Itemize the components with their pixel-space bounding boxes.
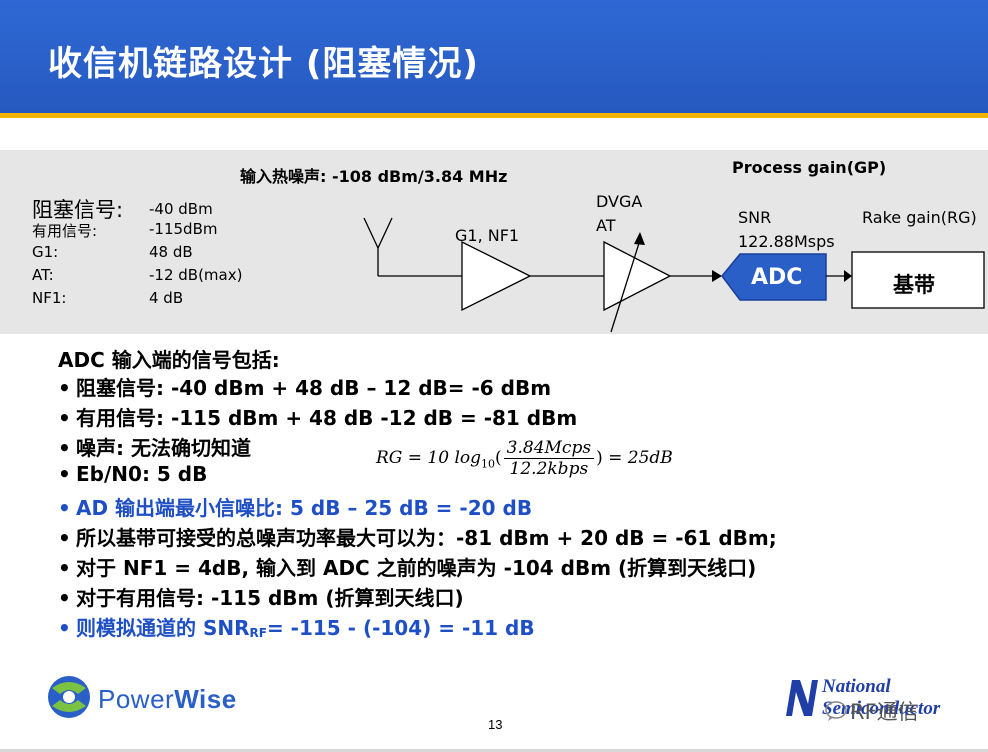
powerwise-mark-icon: [48, 676, 90, 718]
dvga-amplifier-icon: [603, 240, 672, 312]
arrow-to-adc-icon: [712, 270, 722, 282]
national-semiconductor-wordmark: National Semiconductor: [822, 676, 941, 719]
bottom-rule: [0, 749, 988, 752]
adc-label: ADC: [751, 265, 803, 290]
sample-rate-label: 122.88Msps: [738, 232, 835, 251]
national-semiconductor-logo: National Semiconductor: [782, 674, 940, 725]
rake-gain-label: Rake gain(RG): [862, 208, 977, 227]
lna-amplifier-icon: [461, 240, 532, 312]
content-heading: ADC 输入端的信号包括:: [58, 348, 280, 372]
amp1-label: G1, NF1: [455, 226, 520, 245]
bullet-item: •阻塞信号: -40 dBm + 48 dB – 12 dB= -6 dBm: [58, 376, 552, 400]
thermal-noise-label: 输入热噪声: -108 dBm/3.84 MHz: [240, 167, 508, 186]
bullet-item: •Eb/N0: 5 dB: [58, 462, 208, 486]
process-gain-label: Process gain(GP): [732, 158, 887, 177]
powerwise-wordmark: PowerWise: [98, 684, 237, 714]
watermark-text: RF通信: [850, 700, 919, 724]
snr-label: SNR: [738, 208, 772, 227]
bullet-item: •对于有用信号: -115 dBm (折算到天线口): [58, 586, 464, 610]
baseband-block: [851, 251, 985, 309]
bullet-item: •对于 NF1 = 4dB, 输入到 ADC 之前的噪声为 -104 dBm (…: [58, 556, 757, 580]
national-n-icon: [786, 680, 818, 716]
title-accent-rule: [0, 113, 988, 118]
bullet-item-snr-rf: •则模拟通道的 SNRRF= -115 - (-104) = -11 dB: [58, 616, 535, 640]
bullet-item: •噪声: 无法确切知道: [58, 436, 251, 460]
dvga-label: DVGA: [596, 192, 643, 211]
adc-block: [721, 253, 827, 301]
page-number: 13: [488, 717, 503, 732]
antenna-icon: [363, 217, 462, 277]
chat-bubble-icon: [825, 701, 847, 721]
bullet-item: •有用信号: -115 dBm + 48 dB -12 dB = -81 dBm: [58, 406, 578, 430]
receiver-chain-diagram: [0, 150, 988, 334]
baseband-label: 基带: [893, 273, 935, 297]
slide-title: 收信机链路设计 (阻塞情况): [48, 44, 479, 84]
title-bar: [0, 0, 988, 118]
signal-chain-graphic: [363, 217, 985, 333]
powerwise-logo: PowerWise: [46, 674, 236, 725]
arrow-to-baseband-icon: [844, 270, 852, 282]
at-label: AT: [596, 216, 616, 235]
bullet-item: •所以基带可接受的总噪声功率最大可以为：-81 dBm + 20 dB = -6…: [58, 526, 777, 550]
bullet-item: •AD 输出端最小信噪比: 5 dB – 25 dB = -20 dB: [58, 496, 533, 520]
